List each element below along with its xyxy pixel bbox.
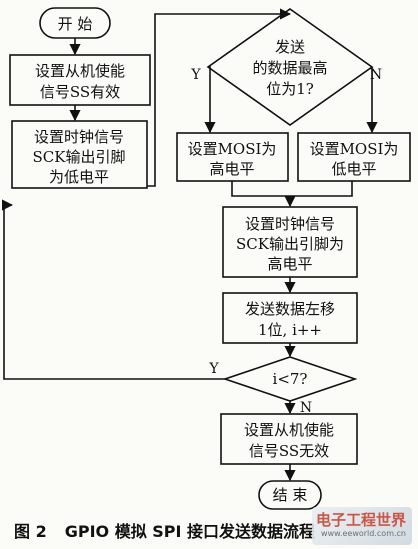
arrow-yes-mosihigh xyxy=(204,66,216,134)
enable-ss-line2: 信号SS有效 xyxy=(40,83,120,101)
figure-caption: 图 2 GPIO 模拟 SPI 接口发送数据流程 xyxy=(14,518,333,542)
label-yes-loop: Y xyxy=(208,361,219,377)
decision-msb-line3: 位为1? xyxy=(266,80,314,98)
start-label: 开 始 xyxy=(58,15,93,33)
sck-low-line1: 设置时钟信号 xyxy=(34,128,124,146)
disable-ss-line2: 信号SS无效 xyxy=(249,442,329,460)
sck-low-line2: SCK输出引脚 xyxy=(33,148,126,166)
arrow-yes-loop xyxy=(1,199,225,380)
decision-msb-line2: 的数据最高 xyxy=(252,59,327,77)
label-no-msb: N xyxy=(370,67,382,83)
shift-line2: 1位, i++ xyxy=(258,321,322,339)
figure-number: 图 2 xyxy=(14,522,47,541)
arrow-scklow-decision xyxy=(147,8,292,187)
mosi-high-line1: 设置MOSI为 xyxy=(188,140,277,158)
decision-i-label: i<7? xyxy=(273,370,308,388)
end-label: 结 束 xyxy=(273,486,308,504)
sck-low-line3: 为低电平 xyxy=(49,168,109,186)
mosi-low-box xyxy=(297,132,411,182)
sck-high-line1: 设置时钟信号 xyxy=(245,215,335,233)
watermark-name: 电子工程世界 xyxy=(315,511,406,529)
watermark-logo: 电子工程世界 www.eeworld.com.cn xyxy=(312,507,412,545)
disable-ss-line1: 设置从机使能 xyxy=(244,421,334,439)
figure-title: GPIO 模拟 SPI 接口发送数据流程 xyxy=(64,522,316,541)
arrow-mosilow-merge xyxy=(290,181,353,197)
arrow-mosihigh-merge xyxy=(231,181,290,197)
decision-msb-diamond xyxy=(206,8,374,126)
watermark-url: www.eeworld.com.cn xyxy=(321,529,406,538)
decision-msb-line1: 发送 xyxy=(275,38,305,56)
mosi-high-line2: 高电平 xyxy=(209,160,254,178)
sck-high-line3: 高电平 xyxy=(267,255,312,273)
shift-line1: 发送数据左移 xyxy=(245,300,335,318)
mosi-low-line2: 低电平 xyxy=(331,160,376,178)
mosi-low-line1: 设置MOSI为 xyxy=(310,140,399,158)
enable-ss-line1: 设置从机使能 xyxy=(35,62,125,80)
label-yes-msb: Y xyxy=(190,67,201,83)
label-no-down: N xyxy=(300,400,312,416)
sck-high-line2: SCK输出引脚为 xyxy=(236,235,344,253)
